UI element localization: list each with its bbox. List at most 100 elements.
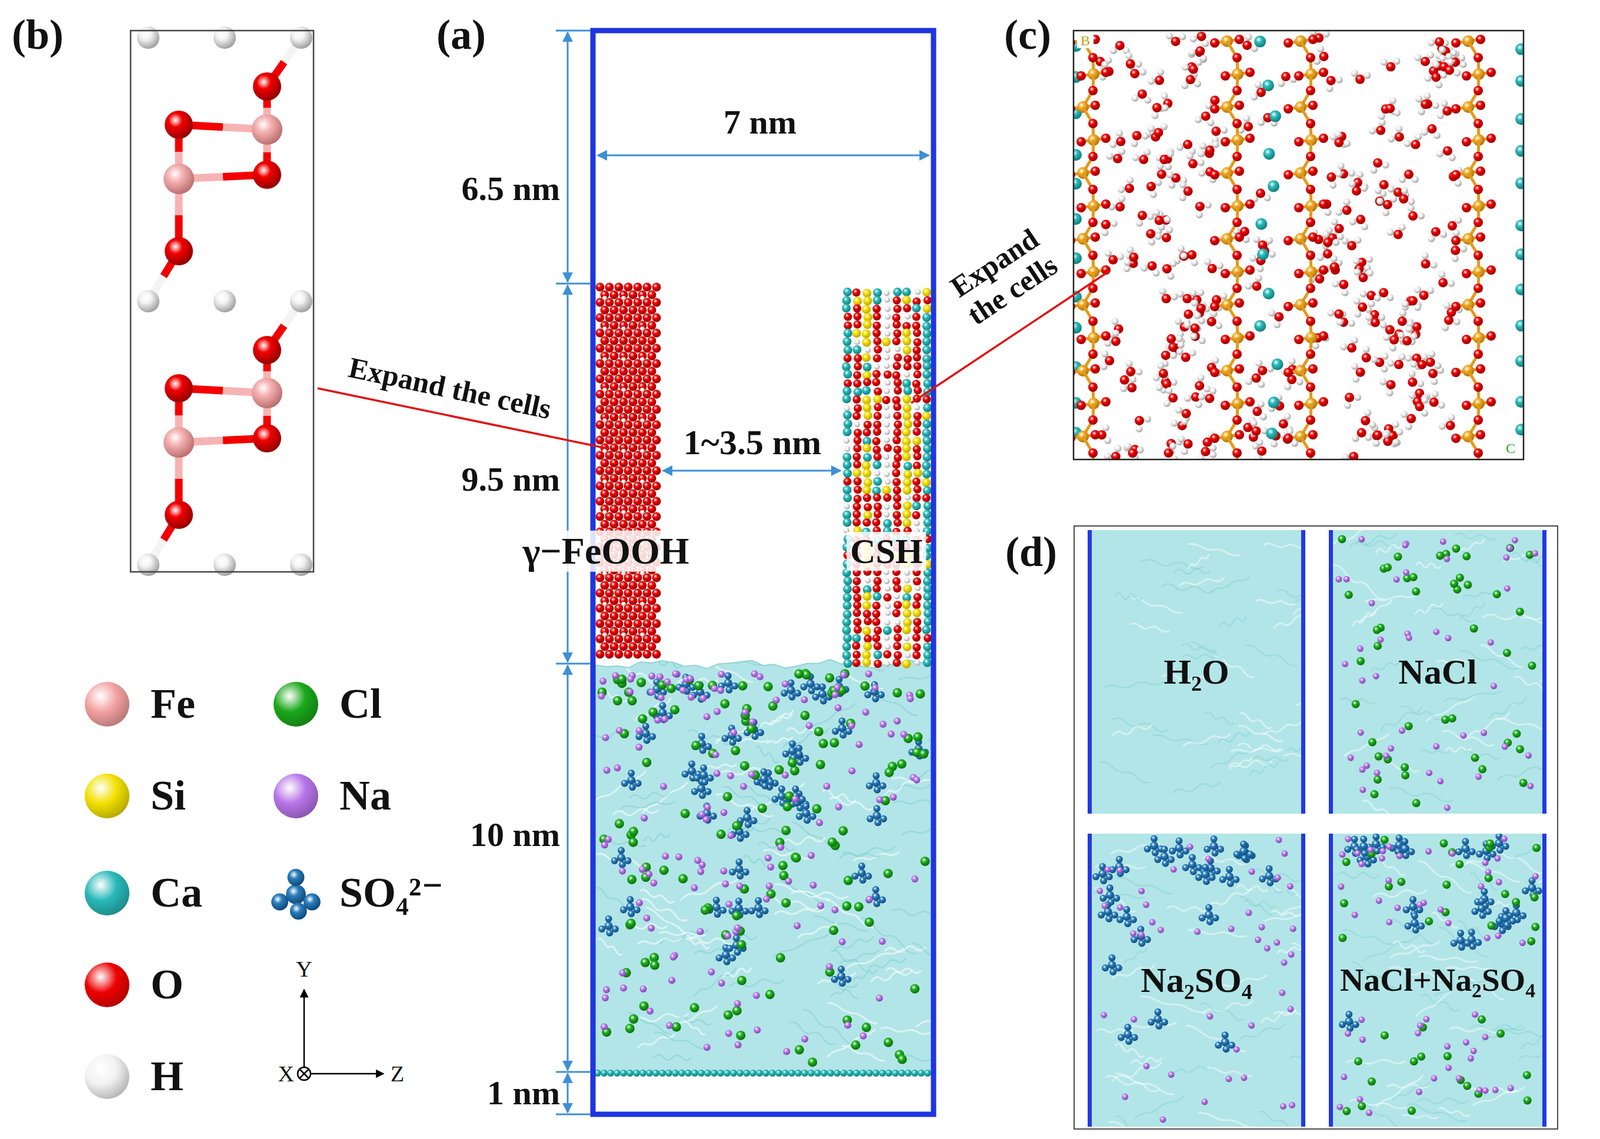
atom: [610, 412, 619, 422]
atom: [740, 782, 748, 790]
atom: [837, 965, 845, 973]
atom: [615, 727, 623, 735]
atom: [600, 489, 610, 499]
atom: [858, 862, 866, 870]
atom: [898, 1069, 906, 1077]
csh-cell: [1073, 30, 1524, 460]
atom: [638, 520, 648, 529]
atom: [624, 328, 633, 338]
atom: [922, 378, 932, 388]
atom: [652, 435, 662, 445]
atom: [628, 489, 638, 499]
atom: [724, 932, 732, 940]
atom: [873, 345, 882, 354]
atom: [624, 604, 633, 613]
water-texture: [899, 674, 958, 680]
atom: [723, 1010, 733, 1020]
atom: [1200, 54, 1208, 62]
atom: [818, 689, 827, 698]
atom: [827, 837, 838, 847]
atom: [754, 897, 762, 905]
atom: [1197, 374, 1205, 382]
atom: [882, 625, 892, 635]
atom: [624, 634, 633, 644]
atom: [1161, 294, 1172, 304]
atom: [884, 313, 891, 320]
atom: [866, 815, 874, 823]
atom: [1147, 124, 1155, 132]
atom: [697, 1069, 705, 1077]
atom: [619, 642, 629, 652]
atom: [595, 588, 605, 598]
atom: [860, 681, 870, 691]
atom: [1183, 309, 1193, 319]
atom: [917, 1069, 925, 1077]
atom: [922, 591, 932, 601]
atom: [904, 652, 911, 659]
solution-region: [591, 659, 998, 1098]
atom: [913, 419, 922, 428]
atom: [914, 660, 921, 666]
atom: [648, 688, 656, 696]
atom: [796, 758, 804, 766]
atom: [746, 724, 756, 734]
atom: [884, 388, 890, 395]
atom: [735, 864, 744, 873]
atom: [801, 808, 810, 818]
atom: [1204, 393, 1215, 403]
atom: [884, 585, 891, 592]
atom: [842, 901, 852, 911]
atom: [1183, 321, 1191, 329]
atom: [633, 497, 643, 506]
atom: [923, 295, 932, 305]
atom: [852, 452, 862, 462]
atom: [815, 760, 826, 770]
atom: [605, 451, 615, 460]
atom: [633, 328, 643, 338]
water-texture: [868, 958, 906, 969]
atom: [678, 874, 688, 884]
atom: [600, 520, 610, 529]
atom: [693, 774, 701, 782]
atom: [922, 403, 932, 413]
atom: [912, 577, 922, 586]
atom: [661, 852, 669, 860]
atom: [921, 461, 931, 470]
atom: [697, 868, 705, 876]
atom: [595, 650, 605, 659]
atom: [614, 466, 624, 476]
atom: [700, 905, 710, 915]
atom: [1137, 210, 1148, 220]
atom: [164, 237, 193, 266]
atom: [760, 768, 768, 776]
atom: [652, 359, 662, 369]
atom: [881, 337, 891, 347]
atom: [1126, 246, 1134, 254]
atom: [812, 693, 820, 701]
atom: [874, 363, 880, 370]
atom: [645, 870, 653, 878]
atom: [852, 460, 862, 469]
atom: [872, 295, 882, 305]
atom: [614, 604, 624, 613]
atom: [833, 683, 841, 691]
atom: [794, 668, 804, 679]
atom: [1326, 75, 1336, 86]
atom: [614, 405, 624, 415]
atom: [892, 608, 901, 618]
atom: [600, 367, 610, 376]
atom: [904, 577, 910, 584]
atom: [871, 684, 879, 692]
atom: [1188, 48, 1196, 56]
atom: [922, 469, 932, 479]
atom: [1188, 64, 1199, 75]
atom: [652, 466, 662, 476]
atom: [828, 925, 839, 935]
atom: [628, 412, 638, 422]
atom: [633, 405, 643, 415]
atom: [872, 427, 882, 436]
atom: [1191, 259, 1199, 267]
atom: [614, 344, 624, 353]
atom: [842, 410, 852, 420]
atom: [1178, 33, 1186, 41]
